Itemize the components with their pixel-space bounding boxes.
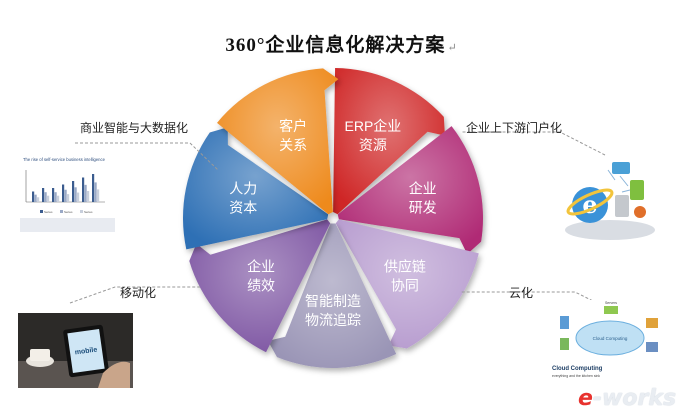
leader-top-left (75, 142, 219, 171)
leader-bottom-right (460, 291, 616, 313)
cloud-icon (575, 320, 645, 356)
leader-top-right (462, 131, 606, 156)
bi-chart-bar (74, 187, 77, 202)
callout-portal: 企业上下游门户化 (466, 121, 563, 135)
leader-bottom-left (69, 286, 200, 304)
cloud-top-label: Servers (605, 301, 617, 305)
pc-icon (646, 342, 658, 352)
bi-chart-bar (97, 189, 100, 202)
hand-icon (98, 361, 130, 388)
wheel-segment-shine (183, 127, 329, 250)
mobile-image: mobile (18, 313, 133, 388)
wheel-segment-label: 供应链协同 (384, 258, 426, 293)
segment-label-line1: 智能制造 (305, 293, 361, 309)
segment-label-line1: 供应链 (384, 258, 426, 274)
bi-chart-bar (62, 184, 65, 202)
watermark-rest: -works (592, 386, 677, 411)
callout-cloud: 云化 (509, 286, 534, 300)
portal-image: e (565, 162, 655, 240)
device-icon (615, 195, 629, 217)
wheel-segment-label: 企业绩效 (247, 258, 275, 293)
bi-chart-bar (67, 194, 70, 202)
segment-label-line2: 资源 (359, 137, 387, 153)
document-icon (630, 180, 644, 200)
cloud-title: Cloud Computing (552, 366, 603, 372)
cloud-subtitle: everything and the kitchen sink (552, 374, 600, 378)
segment-label-line2: 协同 (391, 277, 419, 293)
bi-chart-title: The rise of self-service business intell… (23, 157, 106, 162)
title-text: 360°企业信息化解决方案 (225, 35, 446, 56)
wheel-segment-shine (335, 219, 479, 349)
callout-business-intelligence: 商业智能与大数据化 (80, 121, 189, 135)
wheel-segment-shine (189, 219, 331, 353)
desktop-icon (560, 338, 569, 350)
tablet-screen-text: mobile (74, 346, 97, 356)
bi-chart-bar (57, 195, 60, 202)
wheel-segment-label: 智能制造物流追踪 (305, 293, 361, 328)
segment-label-line2: 物流追踪 (305, 312, 361, 328)
bi-chart-bar (94, 182, 97, 202)
segment-label-line1: 客户 (279, 118, 307, 134)
bi-legend-3: Series (84, 210, 93, 214)
bi-chart-bar (84, 184, 87, 202)
return-mark: ↵ (447, 42, 458, 54)
wheel-segment-label: 客户关系 (279, 118, 307, 153)
segment-label-line2: 绩效 (247, 277, 275, 293)
bi-legend-1: Series (44, 210, 53, 214)
bi-chart-bar (32, 191, 35, 202)
segment-label-line1: 人力 (229, 181, 257, 197)
bi-chart-bar (87, 190, 90, 202)
bi-chart-image: The rise of self-service business intell… (20, 152, 115, 232)
watermark-e: e (578, 386, 593, 411)
phone-icon (560, 316, 569, 329)
wheel-segment-shine (337, 126, 483, 255)
bi-chart-bar (47, 195, 50, 202)
laptop-icon (646, 318, 658, 328)
cloud-image: Cloud Computing Servers Cloud Computing … (548, 300, 668, 388)
bi-chart-bars (32, 174, 100, 202)
wheel-segments (183, 68, 483, 369)
bi-legend-2: Series (64, 210, 73, 214)
cloud-center-label: Cloud Computing (593, 336, 628, 341)
bi-chart-bar (34, 194, 37, 202)
bi-chart-bar (42, 188, 45, 202)
wheel-segment-label: ERP企业资源 (345, 118, 402, 153)
bi-chart-bar (54, 192, 57, 202)
wheel-segment-shine (267, 223, 397, 369)
monitor-icon (612, 162, 630, 174)
bi-chart-bar (37, 197, 40, 202)
page-title: 360°企业信息化解决方案↵ (0, 30, 683, 57)
wheel-segment-label: 人力资本 (229, 181, 257, 216)
segment-label-line1: 企业 (247, 258, 275, 274)
bi-chart-bar (77, 192, 80, 202)
segment-label-line2: 资本 (229, 200, 257, 216)
segment-label-line2: 研发 (409, 200, 437, 216)
bi-chart-bar (92, 174, 95, 202)
user-icon (634, 206, 646, 218)
callout-mobile: 移动化 (120, 286, 157, 300)
callout-lines (69, 131, 616, 313)
wheel-segment-label: 企业研发 (409, 181, 437, 216)
segment-label-line1: ERP企业 (345, 118, 402, 134)
bi-chart-bar (52, 188, 55, 202)
segment-label-line1: 企业 (409, 181, 437, 197)
bi-chart-bar (82, 177, 85, 202)
server-icon (604, 306, 618, 314)
wheel-segment-shine (217, 68, 339, 215)
bi-chart-bar (72, 181, 75, 202)
wheel-segment-shine (333, 68, 445, 215)
bi-chart-bar (44, 192, 47, 202)
segment-label-line2: 关系 (279, 137, 307, 153)
bi-chart-bar (64, 189, 67, 202)
watermark-logo: e-works (578, 386, 676, 411)
